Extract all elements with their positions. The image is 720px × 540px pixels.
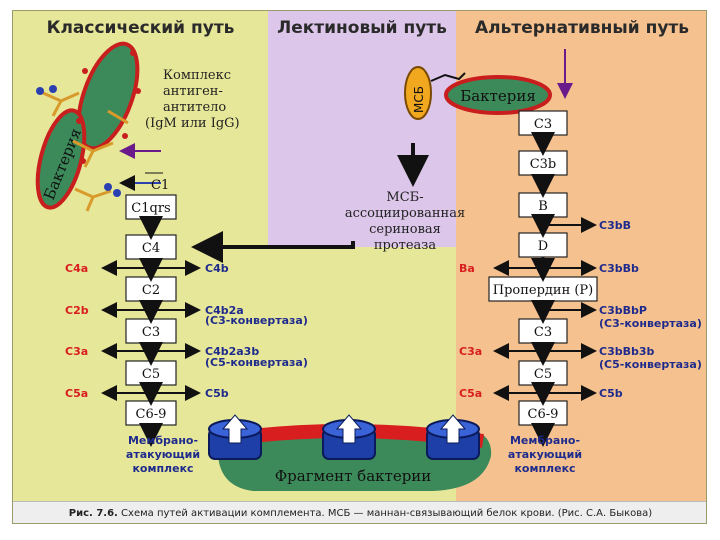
alternative-right-product-4: C5b [599, 387, 623, 400]
classical-left-product-0: C4a [65, 262, 88, 275]
bacteria-alternative: Бактерия [444, 75, 552, 115]
svg-text:Мембрано-: Мембрано- [128, 434, 198, 447]
alternative-left-product-2: C5a [459, 387, 482, 400]
classical-right-product-2: C4b2a3b [205, 345, 259, 358]
svg-text:Мембрано-: Мембрано- [510, 434, 580, 447]
classical-right-product-0: C4b [205, 262, 229, 275]
svg-text:комплекс: комплекс [514, 462, 575, 475]
lectin-to-c4-arrow [191, 231, 355, 263]
classical-left-product-2: C3a [65, 345, 88, 358]
classical-left-product-3: C5a [65, 387, 88, 400]
alternative-box-4-label: Пропердин (P) [493, 283, 594, 298]
alternative-right-product-0: C3bB [599, 219, 631, 232]
classical-c5-convertase: (C5-конвертаза) [205, 356, 308, 369]
svg-text:комплекс: комплекс [132, 462, 193, 475]
svg-text:ассоциированная: ассоциированная [345, 206, 465, 221]
svg-text:антиген-: антиген- [163, 84, 223, 99]
alternative-left-product-0: Ba [459, 262, 475, 275]
pathway-diagram: Бактерия Комплекс антиген- антитело (IgM… [35, 41, 702, 491]
msb-molecule: МСБ [404, 66, 466, 120]
alternative-box-1-label: C3b [530, 157, 557, 172]
classical-right-product-1: C4b2a [205, 304, 244, 317]
classical-box-2-label: C2 [142, 283, 160, 298]
alternative-box-6-label: C5 [534, 367, 552, 382]
lectin-header: Лектиновый путь [277, 18, 447, 38]
classical-header: Классический путь [46, 18, 235, 38]
alternative-box-5-label: C3 [534, 325, 552, 340]
lectin-pathway-zone [268, 11, 456, 247]
antigen-markers [36, 85, 121, 197]
classical-box-4-label: C5 [142, 367, 160, 382]
svg-text:сериновая: сериновая [369, 222, 441, 237]
mac-label-alternative: Мембрано- атакующий комплекс [508, 434, 582, 475]
classical-box-3-label: C3 [142, 325, 160, 340]
mac-pore-0 [208, 414, 262, 460]
alternative-right-product-1: C3bBb [599, 262, 639, 275]
mac-label-classical: Мембрано- атакующий комплекс [126, 434, 200, 475]
alternative-right-product-3: C3bBb3b [599, 345, 655, 358]
alternative-box-3-label: D [538, 239, 548, 254]
antibody-icons [42, 91, 129, 212]
complex-note: Комплекс антиген- антитело (IgM или IgG) [145, 68, 240, 131]
bacteria-classical-bottom [35, 108, 87, 210]
alternative-box-0-label: C3 [534, 117, 552, 132]
bacteria-label-alternative: Бактерия [460, 87, 536, 105]
svg-text:антитело: антитело [163, 100, 226, 115]
diagram-frame: Классический путь Лектиновый путь Альтер… [12, 10, 707, 524]
mac-pores [208, 414, 480, 460]
alternative-right-product-2: C3bBbP [599, 304, 647, 317]
mac-pore-2 [426, 414, 480, 460]
fragment-label: Фрагмент бактерии [275, 467, 432, 485]
classical-right-product-3: C5b [205, 387, 229, 400]
alternative-c5-convertase: (C5-конвертаза) [599, 358, 702, 371]
svg-text:МСБ-: МСБ- [386, 190, 423, 205]
alternative-left-product-1: C3a [459, 345, 482, 358]
figure-caption: Рис. 7.6. Схема путей активации комплеме… [13, 501, 706, 523]
svg-text:протеаза: протеаза [374, 238, 437, 253]
alternative-c3-convertase: (C3-конвертаза) [599, 317, 702, 330]
msb-label: МСБ [412, 86, 426, 113]
svg-text:атакующий: атакующий [508, 448, 582, 461]
classical-left-product-1: C2b [65, 304, 89, 317]
svg-text:(IgM или IgG): (IgM или IgG) [145, 116, 240, 131]
classical-box-0-label: C1qrs [131, 201, 170, 216]
classical-c3-convertase: (C3-конвертаза) [205, 314, 308, 327]
classical-box-5-label: C6-9 [136, 407, 167, 422]
mac-pore-1 [322, 414, 376, 460]
alternative-box-2-label: B [538, 199, 548, 214]
c1-label: C1 [151, 178, 169, 193]
alternative-header: Альтернативный путь [474, 18, 690, 38]
svg-text:атакующий: атакующий [126, 448, 200, 461]
protease-note: МСБ- ассоциированная сериновая протеаза [345, 190, 465, 253]
svg-text:Комплекс: Комплекс [163, 68, 231, 83]
classical-box-1-label: C4 [142, 241, 160, 256]
alternative-box-0 [518, 110, 568, 136]
alternative-box-7-label: C6-9 [528, 407, 559, 422]
